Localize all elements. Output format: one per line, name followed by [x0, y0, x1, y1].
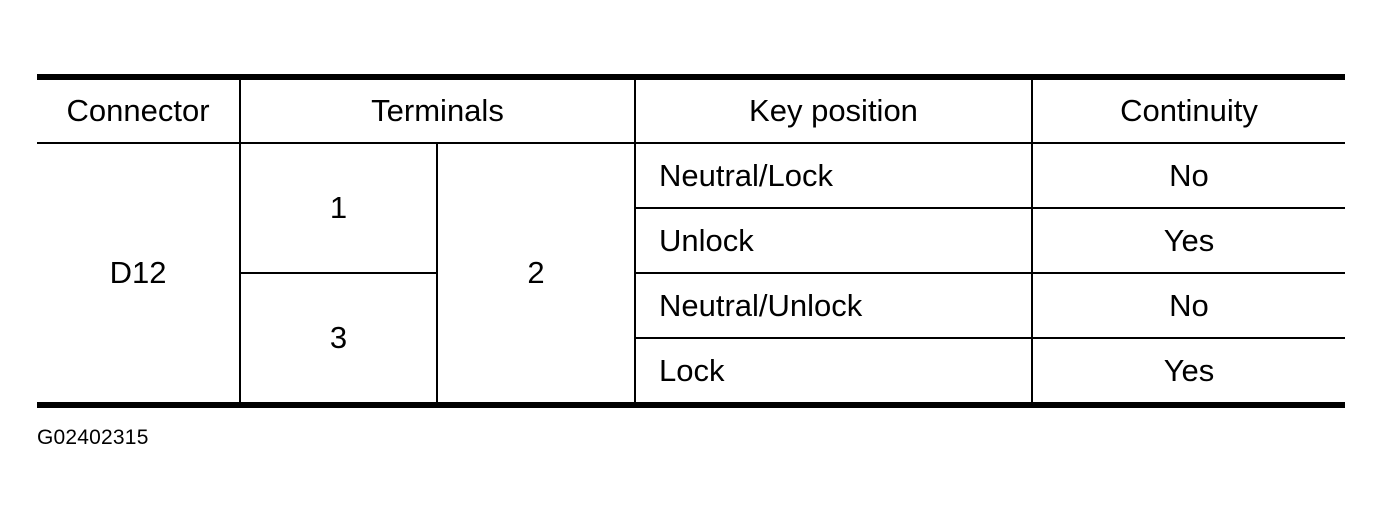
continuity-cell: Yes [1031, 337, 1345, 408]
terminal-a-cell: 3 [239, 272, 438, 408]
figure-reference-code: G02402315 [37, 426, 149, 449]
header-continuity: Continuity [1031, 74, 1345, 144]
key-position-cell: Neutral/Unlock [634, 272, 1033, 339]
continuity-cell: Yes [1031, 207, 1345, 274]
continuity-cell: No [1031, 272, 1345, 339]
connector-cell: D12 [37, 142, 241, 408]
table-header-row: Connector Terminals Key position Continu… [37, 74, 1345, 144]
key-position-cell: Lock [634, 337, 1033, 408]
header-key-position: Key position [634, 74, 1033, 144]
terminal-a-cell: 1 [239, 142, 438, 274]
table-row: D12 1 2 Neutral/Lock No [37, 142, 1345, 408]
header-terminals: Terminals [239, 74, 636, 144]
key-position-cell: Unlock [634, 207, 1033, 274]
key-position-cell: Neutral/Lock [634, 142, 1033, 209]
continuity-table: Connector Terminals Key position Continu… [37, 74, 1345, 408]
header-connector: Connector [37, 74, 241, 144]
table-row: Unlock Yes [37, 207, 1345, 274]
continuity-table-container: Connector Terminals Key position Continu… [37, 74, 1345, 408]
continuity-cell: No [1031, 142, 1345, 209]
table-row: Lock Yes [37, 337, 1345, 408]
terminal-b-cell: 2 [436, 142, 636, 408]
table-row: 3 Neutral/Unlock No [37, 272, 1345, 408]
